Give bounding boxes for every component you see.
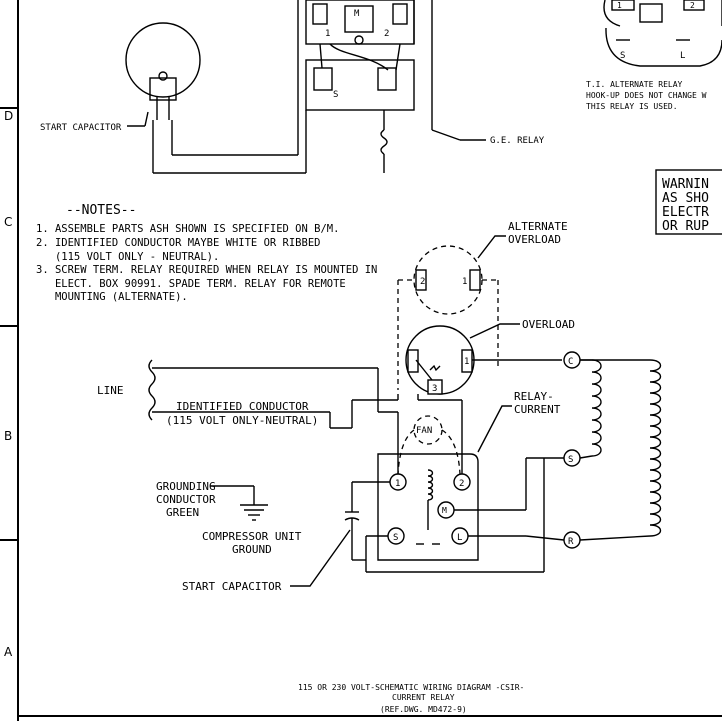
compressor-ground-label-line1: COMPRESSOR UNIT: [202, 530, 302, 543]
grounding-label-line3: GREEN: [166, 506, 199, 519]
diagram-title-line3: (REF.DWG. MD472-9): [380, 705, 467, 714]
overload-terminal-3: 3: [432, 384, 437, 394]
start-capacitor-bottom: [344, 481, 390, 561]
ti-terminal-l: L: [680, 51, 685, 61]
ge-relay-label: G.E. RELAY: [490, 136, 545, 146]
warning-line4: OR RUP: [662, 219, 709, 234]
ti-relay: 1 2 S L: [603, 0, 722, 67]
start-capacitor-top-label: START CAPACITOR: [40, 123, 122, 133]
notes-heading: --NOTES--: [66, 203, 136, 218]
grounding-label-line2: CONDUCTOR: [156, 493, 216, 506]
warning-line1: WARNIN: [662, 177, 709, 192]
diagram-title-line1: 115 OR 230 VOLT-SCHEMATIC WIRING DIAGRAM…: [298, 683, 524, 692]
fan: FAN: [397, 415, 461, 475]
top-terminal-s: S: [333, 90, 338, 100]
overload-terminal-1: 1: [464, 357, 469, 367]
ti-terminal-2: 2: [690, 1, 695, 10]
top-terminal-1: 1: [325, 29, 330, 39]
relay-terminal-l: L: [457, 533, 462, 543]
start-capacitor-bottom-label: START CAPACITOR: [182, 580, 282, 593]
overload: 1 3: [405, 325, 475, 395]
relay-terminal-2: 2: [459, 479, 464, 489]
relay-current-label-line1: RELAY-: [514, 390, 554, 403]
note-line-3: (115 VOLT ONLY - NEUTRAL).: [36, 251, 219, 263]
compressor-terminal-s: S: [568, 455, 573, 465]
relay-terminal-m: M: [442, 506, 447, 515]
fan-label: FAN: [416, 426, 432, 436]
note-line-6: MOUNTING (ALTERNATE).: [36, 291, 188, 303]
identified-conductor-line1: IDENTIFIED CONDUCTOR: [176, 400, 309, 413]
zone-letter-d: D: [4, 109, 13, 123]
alternate-overload-label-line2: OVERLOAD: [508, 233, 561, 246]
note-line-1: 1. ASSEMBLE PARTS ASH SHOWN IS SPECIFIED…: [36, 223, 339, 235]
zone-letter-b: B: [4, 429, 12, 443]
ti-relay-label-line2: HOOK-UP DOES NOT CHANGE W: [586, 91, 707, 100]
note-line-4: 3. SCREW TERM. RELAY REQUIRED WHEN RELAY…: [36, 264, 377, 276]
line-label: LINE: [97, 384, 124, 397]
warning-line2: AS SHO: [662, 191, 709, 206]
alternate-overload-label-line1: ALTERNATE: [508, 220, 568, 233]
zone-letter-a: A: [4, 645, 13, 659]
ti-relay-label-line3: THIS RELAY IS USED.: [586, 102, 678, 111]
alt-overload-terminal-2: 2: [420, 277, 425, 287]
warning-box: WARNIN AS SHO ELECTR OR RUP: [655, 169, 722, 235]
relay-terminal-s: S: [393, 533, 398, 543]
ti-terminal-1: 1: [617, 1, 622, 10]
note-line-5: ELECT. BOX 90991. SPADE TERM. RELAY FOR …: [36, 278, 346, 290]
note-line-2: 2. IDENTIFIED CONDUCTOR MAYBE WHITE OR R…: [36, 237, 320, 249]
line-input: [148, 359, 399, 429]
alt-overload-terminal-1: 1: [462, 277, 467, 287]
compressor-ground-label-line2: GROUND: [232, 543, 272, 556]
warning-line3: ELECTR: [662, 205, 709, 220]
ti-relay-label-line1: T.I. ALTERNATE RELAY: [586, 80, 683, 89]
diagram-title-line2: CURRENT RELAY: [392, 693, 455, 702]
compressor-terminal-c: C: [568, 357, 573, 367]
relay-terminal-1: 1: [395, 479, 400, 489]
compressor: C S R: [563, 351, 662, 549]
grounding-label-line1: GROUNDING: [156, 480, 216, 493]
ti-terminal-s: S: [620, 51, 625, 61]
notes-block: --NOTES-- 1. ASSEMBLE PARTS ASH SHOWN IS…: [36, 203, 377, 303]
identified-conductor-line2: (115 VOLT ONLY-NEUTRAL): [166, 414, 318, 427]
relay-current-label-line2: CURRENT: [514, 403, 561, 416]
overload-label: OVERLOAD: [522, 318, 575, 331]
top-terminal-2: 2: [384, 29, 389, 39]
ground-symbol: [210, 485, 268, 521]
top-terminal-m: M: [354, 9, 360, 19]
compressor-terminal-r: R: [568, 537, 574, 547]
top-capacitor: [125, 0, 306, 174]
current-relay: 1 2 M S L: [377, 453, 479, 561]
zone-letter-c: C: [4, 215, 12, 229]
ge-relay: M 1 2 S: [305, 0, 461, 173]
